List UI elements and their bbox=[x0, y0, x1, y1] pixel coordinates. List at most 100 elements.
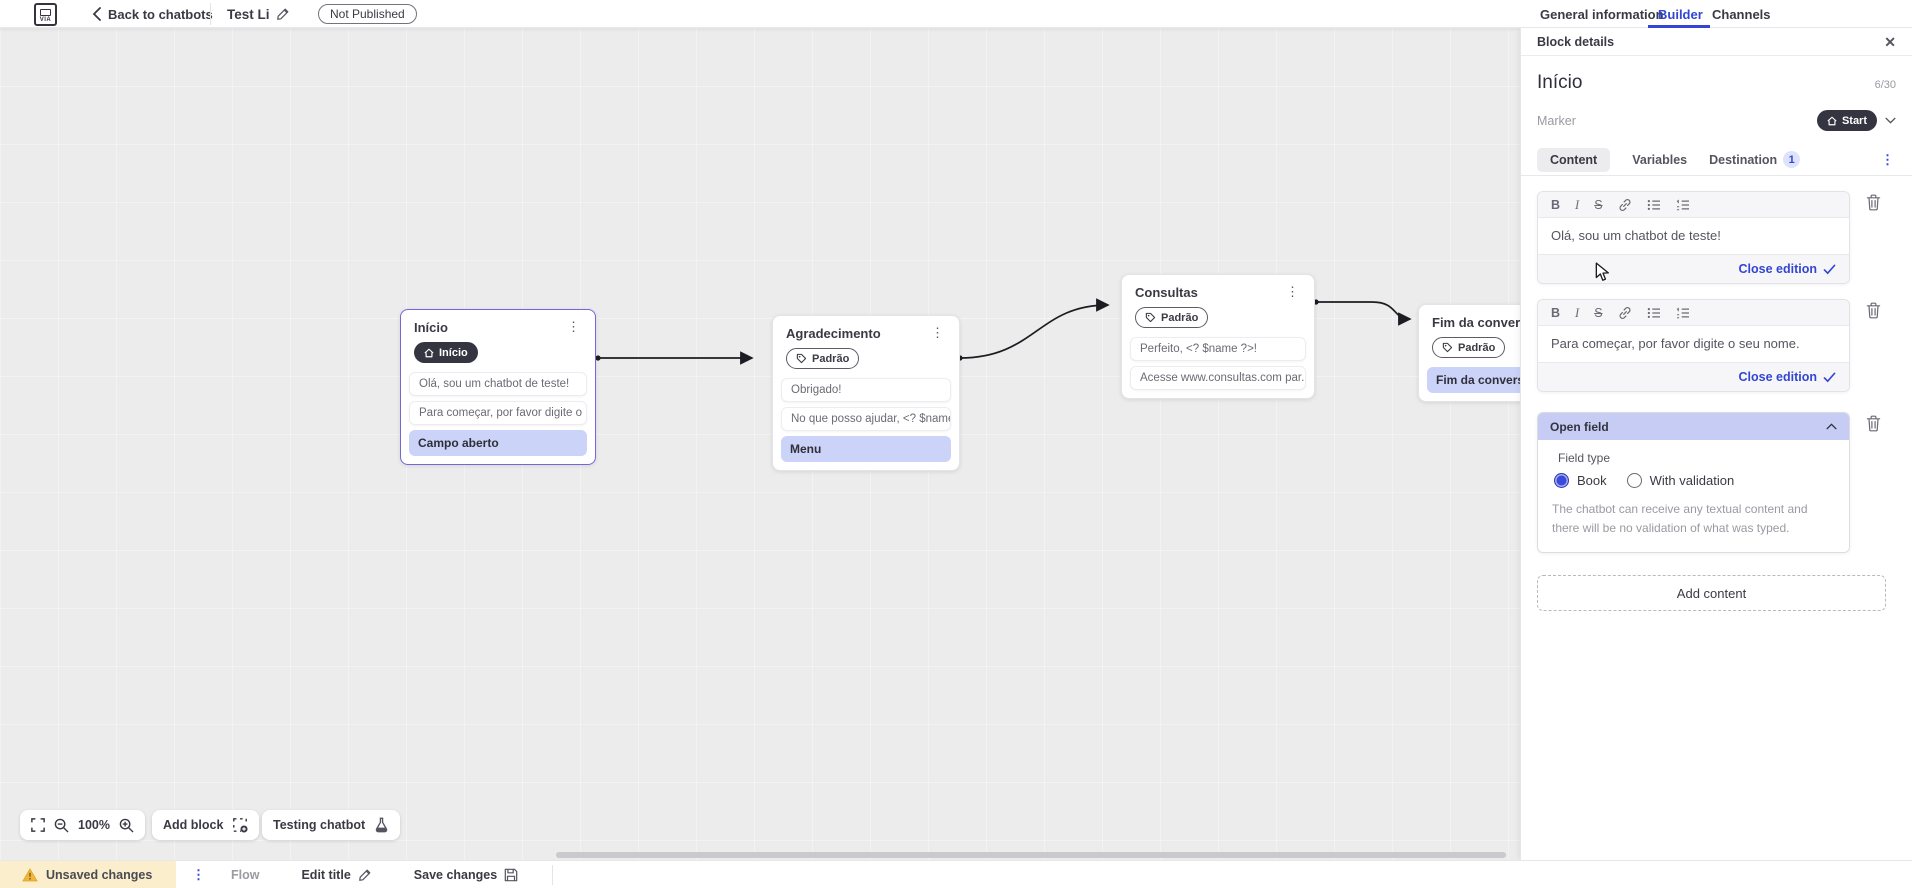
back-to-chatbots-button[interactable]: Back to chatbots bbox=[92, 0, 213, 28]
link-icon[interactable] bbox=[1618, 198, 1632, 212]
block-message-row[interactable]: Acesse www.consultas.com par... bbox=[1130, 366, 1306, 390]
tab-content[interactable]: Content bbox=[1537, 147, 1611, 172]
add-content-button[interactable]: Add content bbox=[1537, 575, 1886, 612]
add-block-button[interactable]: Add block bbox=[152, 810, 260, 840]
delete-content-button[interactable] bbox=[1860, 191, 1886, 211]
chevron-up-icon bbox=[1826, 423, 1837, 430]
delete-content-button[interactable] bbox=[1860, 299, 1886, 319]
block-action-row[interactable]: Fim da conversa bbox=[1427, 367, 1520, 393]
zoom-out-icon[interactable] bbox=[54, 818, 69, 833]
horizontal-scrollbar[interactable] bbox=[556, 852, 1506, 858]
link-icon[interactable] bbox=[1618, 306, 1632, 320]
home-icon bbox=[1827, 116, 1837, 125]
block-type-badge: Padrão bbox=[1432, 337, 1506, 358]
field-type-label: Field type bbox=[1558, 451, 1611, 466]
block-menu-icon[interactable]: ⋮ bbox=[931, 325, 944, 340]
bold-icon[interactable]: B bbox=[1551, 197, 1561, 212]
add-block-label: Add block bbox=[163, 818, 224, 832]
unsaved-changes-label: Unsaved changes bbox=[46, 867, 153, 882]
topbar-divider bbox=[210, 3, 211, 25]
bottom-status-bar: Unsaved changes ⋮ Flow Edit title Save c… bbox=[0, 860, 1912, 888]
field-type-description: The chatbot can receive any textual cont… bbox=[1552, 502, 1808, 535]
close-edition-button[interactable]: Close edition bbox=[1538, 255, 1849, 284]
block-message-row[interactable]: No que posso ajudar, <? $name ... bbox=[781, 407, 951, 431]
radio-unselected-icon bbox=[1626, 473, 1642, 489]
block-title: Fim da conversa bbox=[1432, 315, 1520, 330]
tag-icon bbox=[1442, 342, 1453, 353]
edit-title-button[interactable]: Edit title bbox=[301, 868, 371, 882]
tab-builder[interactable]: Builder bbox=[1658, 6, 1703, 22]
trash-icon bbox=[1866, 415, 1880, 432]
tab-channels[interactable]: Channels bbox=[1712, 6, 1771, 22]
footer-divider bbox=[552, 864, 554, 885]
fullscreen-icon[interactable] bbox=[31, 818, 45, 832]
block-message-row[interactable]: Obrigado! bbox=[781, 378, 951, 402]
block-menu-icon[interactable]: ⋮ bbox=[567, 319, 580, 334]
open-field-card: Open field Field type Book With validati… bbox=[1537, 412, 1850, 554]
flow-button[interactable]: Flow bbox=[231, 867, 260, 882]
block-action-row[interactable]: Menu bbox=[781, 436, 951, 462]
tab-general-information[interactable]: General information bbox=[1540, 6, 1664, 22]
close-edition-button[interactable]: Close edition bbox=[1538, 363, 1849, 392]
message-text-input[interactable]: Olá, sou um chatbot de teste! bbox=[1538, 218, 1849, 256]
marker-label: Marker bbox=[1537, 113, 1576, 128]
block-name-field[interactable]: Início bbox=[1537, 72, 1583, 93]
flow-canvas[interactable]: Início ⋮ Início Olá, sou um chatbot de t… bbox=[0, 28, 1520, 860]
block-menu-icon[interactable]: ⋮ bbox=[1286, 284, 1299, 299]
content-item: Open field Field type Book With validati… bbox=[1537, 412, 1896, 554]
flow-block-agradecimento[interactable]: Agradecimento ⋮ Padrão Obrigado! No que … bbox=[772, 315, 960, 471]
warning-icon bbox=[22, 867, 38, 881]
edit-title-icon[interactable] bbox=[276, 0, 290, 28]
bold-icon[interactable]: B bbox=[1551, 305, 1561, 320]
check-icon bbox=[1823, 264, 1836, 275]
block-message-row[interactable]: Olá, sou um chatbot de teste! bbox=[409, 372, 587, 396]
panel-tab-bar: Content Variables Destination 1 ⋮ bbox=[1521, 144, 1912, 281]
logo-window-icon bbox=[40, 8, 51, 16]
unsaved-changes-indicator: Unsaved changes bbox=[0, 861, 176, 888]
chatbot-title: Test Li bbox=[227, 6, 270, 22]
block-action-row[interactable]: Campo aberto bbox=[409, 430, 587, 456]
flow-block-fim-da-conversa[interactable]: Fim da conversa Padrão Fim da conversa bbox=[1418, 304, 1520, 402]
numbered-list-icon[interactable] bbox=[1676, 307, 1690, 319]
active-tab-underline bbox=[1648, 25, 1710, 28]
editor-toolbar: B I S bbox=[1538, 300, 1849, 327]
flow-block-inicio[interactable]: Início ⋮ Início Olá, sou um chatbot de t… bbox=[400, 309, 596, 465]
trash-icon bbox=[1866, 194, 1880, 211]
block-message-row[interactable]: Perfeito, <? $name ?>! bbox=[1130, 337, 1306, 361]
strikethrough-icon[interactable]: S bbox=[1594, 305, 1603, 320]
check-icon bbox=[1823, 372, 1836, 383]
content-item: B I S Olá, sou um chatbot de teste! Clos… bbox=[1537, 191, 1896, 285]
message-text-input[interactable]: Para começar, por favor digite o seu nom… bbox=[1538, 326, 1849, 364]
strikethrough-icon[interactable]: S bbox=[1594, 197, 1603, 212]
bullet-list-icon[interactable] bbox=[1647, 199, 1661, 211]
destination-count-badge: 1 bbox=[1783, 151, 1801, 168]
italic-icon[interactable]: I bbox=[1575, 305, 1580, 320]
block-message-row[interactable]: Para começar, por favor digite o ... bbox=[409, 401, 587, 425]
chevron-down-icon bbox=[1885, 117, 1896, 124]
footer-menu-icon[interactable]: ⋮ bbox=[192, 866, 205, 882]
text-editor: B I S Olá, sou um chatbot de teste! Clos… bbox=[1537, 191, 1850, 285]
top-bar: VIA Back to chatbots Test Li Not Publish… bbox=[0, 0, 1912, 28]
zoom-in-icon[interactable] bbox=[119, 818, 134, 833]
radio-with-validation[interactable]: With validation bbox=[1626, 473, 1734, 489]
open-field-header[interactable]: Open field bbox=[1538, 413, 1849, 441]
panel-title: Block details bbox=[1537, 34, 1615, 49]
italic-icon[interactable]: I bbox=[1575, 197, 1580, 212]
marker-value: Start bbox=[1841, 114, 1867, 127]
close-icon[interactable]: ✕ bbox=[1884, 33, 1896, 50]
marker-select[interactable]: Start bbox=[1816, 110, 1896, 131]
content-item: B I S Para começar, por favor digite o s… bbox=[1537, 299, 1896, 393]
bullet-list-icon[interactable] bbox=[1647, 307, 1661, 319]
flask-icon bbox=[375, 817, 388, 833]
panel-menu-icon[interactable]: ⋮ bbox=[1881, 152, 1894, 167]
char-counter: 6/30 bbox=[1874, 79, 1896, 91]
tab-variables[interactable]: Variables bbox=[1632, 152, 1688, 167]
save-changes-button[interactable]: Save changes bbox=[414, 868, 518, 882]
tab-destination[interactable]: Destination 1 bbox=[1709, 151, 1801, 168]
delete-content-button[interactable] bbox=[1860, 412, 1886, 432]
flow-block-consultas[interactable]: Consultas ⋮ Padrão Perfeito, <? $name ?>… bbox=[1121, 274, 1315, 399]
radio-book[interactable]: Book bbox=[1554, 473, 1607, 489]
save-icon bbox=[504, 868, 518, 881]
testing-chatbot-button[interactable]: Testing chatbot bbox=[262, 810, 401, 840]
numbered-list-icon[interactable] bbox=[1676, 198, 1690, 211]
